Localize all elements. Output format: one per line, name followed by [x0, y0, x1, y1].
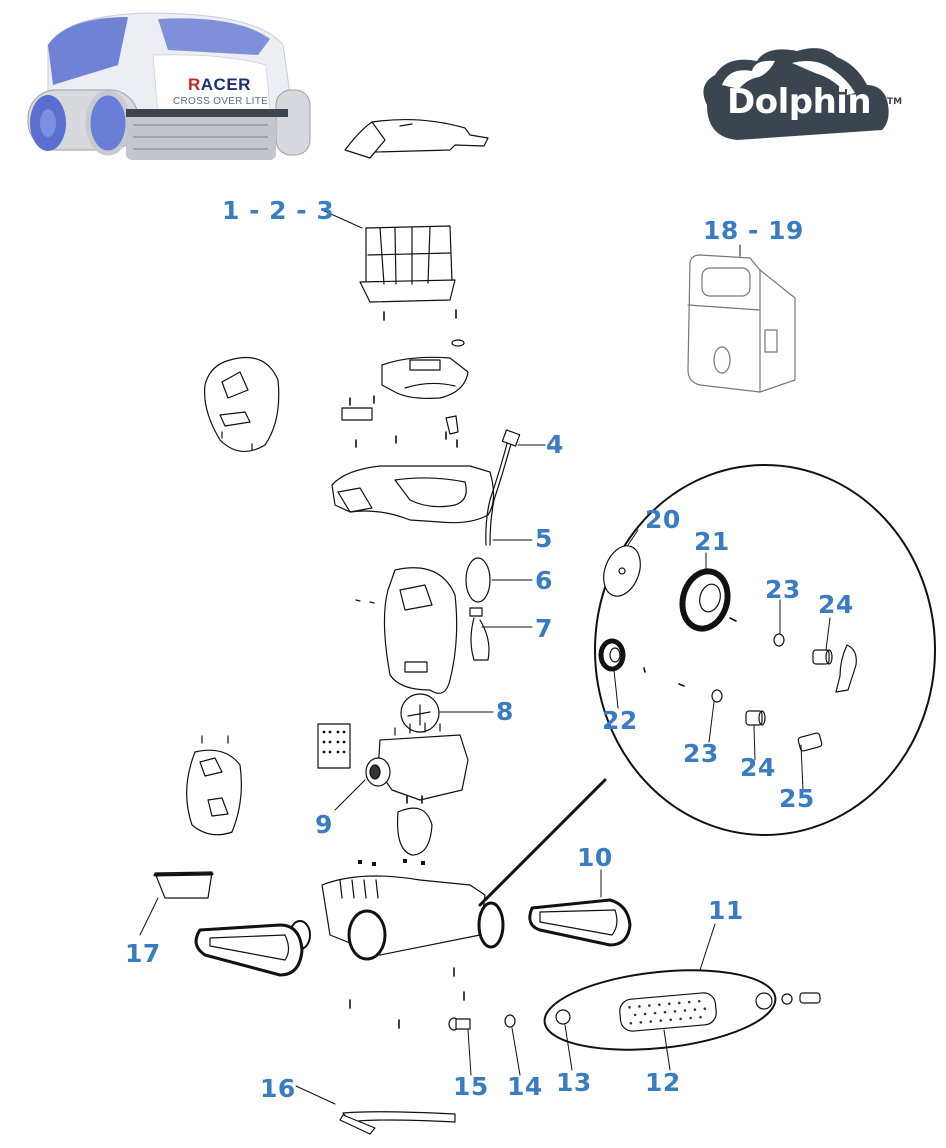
drive-wheel-part	[679, 568, 731, 632]
brush-part	[619, 992, 717, 1032]
callout-16: 16	[260, 1074, 296, 1103]
axle-part	[448, 1017, 471, 1031]
screws-chassis	[358, 859, 425, 866]
callout-8: 8	[496, 697, 514, 726]
callout-21: 21	[694, 527, 730, 556]
brush-end-cap	[755, 992, 773, 1010]
clip-balloon-8	[400, 693, 440, 733]
detail-balloon-left	[186, 735, 242, 836]
callout-23-lower: 23	[683, 739, 719, 768]
robot-cleaner-illustration	[27, 12, 311, 160]
spacer-part	[797, 732, 823, 752]
callout-9: 9	[315, 810, 333, 839]
filter-basket-part	[359, 225, 456, 303]
product-brand: RACER	[188, 75, 251, 94]
wheel-cap-part	[603, 545, 641, 597]
clip-part-8	[407, 704, 431, 726]
gear-detail-balloon	[594, 464, 936, 836]
callout-25: 25	[779, 784, 815, 813]
callout-14: 14	[507, 1072, 543, 1101]
left-track-inner	[209, 934, 290, 961]
product-photo: RACER CROSS OVER LITE	[8, 5, 316, 165]
callout-4: 4	[546, 430, 564, 459]
small-screws-detail	[643, 617, 737, 687]
side-cover-edge	[153, 872, 214, 877]
main-housing-top-part	[331, 465, 495, 524]
callout-11: 11	[708, 896, 744, 925]
left-track-part	[194, 923, 304, 977]
callout-18-19: 18 - 19	[703, 216, 804, 245]
callout-17: 17	[125, 939, 161, 968]
callout-24-lower: 24	[740, 753, 776, 782]
screws-upper	[349, 395, 458, 448]
screws-basket	[383, 309, 457, 321]
detail-balloon-lower	[396, 807, 433, 856]
callout-1-2-3: 1 - 2 - 3	[222, 196, 335, 225]
callout-20: 20	[645, 505, 681, 534]
washer-part-b	[711, 689, 723, 703]
bushing-part-b	[745, 710, 766, 726]
callout-12: 12	[645, 1068, 681, 1097]
brush-pin	[799, 992, 821, 1004]
product-model: CROSS OVER LITE	[173, 96, 269, 107]
motor-unit-part	[365, 722, 469, 801]
detail-leader-line	[478, 778, 607, 907]
leader-arrows	[139, 209, 831, 1105]
grommet-part	[451, 339, 465, 347]
callout-10: 10	[577, 843, 613, 872]
bracket-part	[835, 644, 857, 693]
logo-trademark: TM	[887, 97, 903, 107]
logo-text: Dolphin	[727, 82, 872, 122]
callout-6: 6	[535, 566, 553, 595]
power-supply-part	[687, 254, 796, 393]
nut-part	[504, 1014, 516, 1028]
chassis-part	[289, 875, 505, 961]
brush-strip-part	[342, 1111, 456, 1123]
detail-balloon-middle	[355, 567, 458, 694]
top-lid-part	[344, 118, 489, 159]
handle-cover-part	[381, 356, 469, 399]
callout-15: 15	[453, 1072, 489, 1101]
brush-assembly-balloon	[543, 969, 777, 1051]
callout-22: 22	[602, 706, 638, 735]
track-inner	[539, 909, 618, 936]
washer-part-a	[773, 633, 785, 647]
brush-strip-tail	[339, 1114, 376, 1135]
pinion-gear-part	[598, 638, 626, 672]
callout-24-upper: 24	[818, 590, 854, 619]
logo-wave-shape	[703, 48, 889, 140]
side-cover-part	[154, 871, 213, 899]
detail-balloon-upper	[203, 356, 280, 452]
dolphin-logo: Dolphin TM	[697, 45, 917, 145]
callout-5: 5	[535, 524, 553, 553]
callout-23-upper: 23	[765, 575, 801, 604]
callout-13: 13	[556, 1068, 592, 1097]
clip-parts	[341, 407, 459, 435]
cable-assembly-part	[465, 429, 521, 661]
bushing-part-a	[812, 649, 833, 665]
screws-bottom	[349, 967, 465, 1029]
brush-bushing-part	[555, 1009, 571, 1025]
filter-grid-part	[317, 723, 351, 769]
callout-7: 7	[535, 614, 553, 643]
brush-nut	[781, 993, 793, 1005]
screws-motor	[406, 795, 423, 804]
